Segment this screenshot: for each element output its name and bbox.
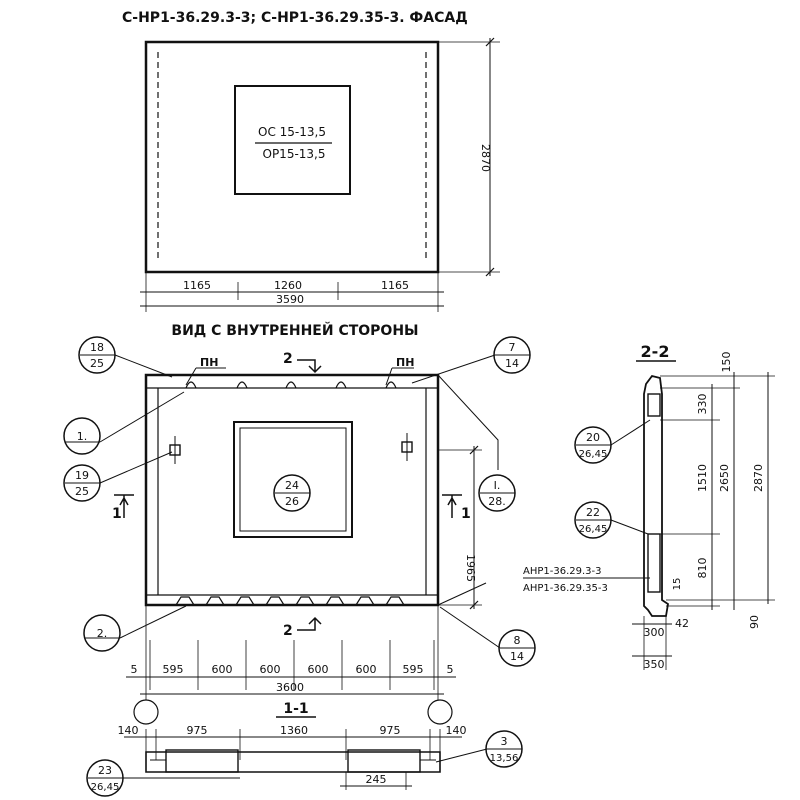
callout-18-25: 18 25 <box>78 336 173 378</box>
bottom-dim-5: 600 <box>356 663 377 676</box>
s22-dim-2870: 2870 <box>752 464 765 492</box>
lifting-loops <box>185 381 397 389</box>
s22-dim-15: 15 <box>672 578 683 591</box>
section-2-2-title: 2-2 <box>641 342 670 361</box>
bottom-dim-3: 600 <box>260 663 281 676</box>
svg-text:8: 8 <box>514 634 521 647</box>
s11-dim-975-left: 975 <box>187 724 208 737</box>
callout-2: 2. <box>83 605 187 652</box>
callout-8-14: 8 14 <box>439 606 536 667</box>
svg-text:1.: 1. <box>77 430 88 443</box>
svg-text:14: 14 <box>505 357 519 370</box>
cut-mark-right: 1 <box>461 506 471 522</box>
callout-22-26-45: 22 26,45 <box>574 501 649 539</box>
facade-total-width: 3590 <box>276 293 304 306</box>
facade-title: С-НР1-36.29.3-3; С-НР1-36.29.35-3. ФАСАД <box>122 10 468 26</box>
bottom-dim-0: 5 <box>131 663 138 676</box>
s11-dim-975-right: 975 <box>380 724 401 737</box>
s11-dim-1360: 1360 <box>280 724 308 737</box>
callout-24-26: 24 26 <box>273 474 311 512</box>
callout-23-26-45: 23 26,45 <box>86 759 240 797</box>
svg-text:22: 22 <box>586 506 600 519</box>
svg-text:25: 25 <box>75 485 89 498</box>
svg-text:2.: 2. <box>97 627 108 640</box>
svg-text:3: 3 <box>501 735 508 748</box>
pn-label-left: ПН <box>200 356 218 369</box>
s22-dim-810: 810 <box>696 558 709 579</box>
svg-text:25: 25 <box>90 357 104 370</box>
cut-mark-top: 2 <box>283 351 293 367</box>
svg-text:26: 26 <box>285 495 299 508</box>
window-mark-top: ОС 15-13,5 <box>258 125 326 139</box>
s22-dim-2650: 2650 <box>718 464 731 492</box>
inner-total-width: 3600 <box>276 681 304 694</box>
inner-window-inner <box>239 427 347 532</box>
bottom-dim-6: 595 <box>403 663 424 676</box>
s22-dim-1510: 1510 <box>696 464 709 492</box>
s22-dim-150: 150 <box>720 352 733 373</box>
svg-text:14: 14 <box>510 650 524 663</box>
svg-text:20: 20 <box>586 431 600 444</box>
s22-dim-300: 300 <box>644 626 665 639</box>
bottom-dim-4: 600 <box>308 663 329 676</box>
facade-window <box>234 85 351 195</box>
panel-section-profile <box>643 374 669 617</box>
window-mark-bottom: ОР15-13,5 <box>263 147 326 161</box>
callout-7-14: 7 14 <box>411 336 531 384</box>
inner-view-title: ВИД С ВНУТРЕННЕЙ СТОРОНЫ <box>171 322 418 339</box>
section-marker-right <box>427 699 453 725</box>
facade-height-dim: 2870 <box>479 144 492 172</box>
bottom-dim-1: 595 <box>163 663 184 676</box>
facade-width-1: 1165 <box>183 279 211 292</box>
facade-width-2: 1260 <box>274 279 302 292</box>
svg-text:13,56: 13,56 <box>490 753 519 764</box>
svg-text:26,45: 26,45 <box>579 524 608 535</box>
s22-dim-330: 330 <box>696 394 709 415</box>
inner-window-outer <box>233 421 353 538</box>
svg-text:19: 19 <box>75 469 89 482</box>
anchor-label-1: АНР1-36.29.3-3 <box>523 566 602 577</box>
svg-text:I.: I. <box>494 479 501 492</box>
callout-detail-I-28: I. 28. <box>478 474 516 512</box>
svg-text:28.: 28. <box>488 495 506 508</box>
bottom-notches <box>175 596 405 606</box>
callout-19-25: 19 25 <box>63 451 173 502</box>
inner-view: ПН ПН 2 2 1 1 1965 <box>112 351 499 700</box>
pn-label-right: ПН <box>396 356 414 369</box>
anchor-label-2: АНР1-36.29.35-3 <box>523 583 608 594</box>
callout-20-26-45: 20 26,45 <box>574 419 651 464</box>
section-1-1: 1-1 140 975 1360 975 140 245 3 13,56 <box>86 699 523 797</box>
svg-text:26,45: 26,45 <box>91 782 120 793</box>
s11-dim-245: 245 <box>366 773 387 786</box>
bottom-dim-2: 600 <box>212 663 233 676</box>
cut-mark-left: 1 <box>112 506 122 522</box>
s11-dim-140-right: 140 <box>446 724 467 737</box>
section-2-2: 2-2 150 330 1510 810 2650 2870 90 15 42 … <box>523 342 775 671</box>
facade-view: ОС 15-13,5 ОР15-13,5 2870 1165 1260 1165… <box>140 37 500 312</box>
s22-dim-90: 90 <box>748 615 761 629</box>
section-1-1-title: 1-1 <box>283 701 308 717</box>
callout-3-13-56: 3 13,56 <box>435 730 523 768</box>
svg-text:26,45: 26,45 <box>579 449 608 460</box>
svg-text:23: 23 <box>98 764 112 777</box>
bottom-dim-7: 5 <box>447 663 454 676</box>
s22-dim-350: 350 <box>644 658 665 671</box>
svg-text:18: 18 <box>90 341 104 354</box>
cut-mark-bottom: 2 <box>283 623 293 639</box>
s22-dim-42: 42 <box>675 617 689 630</box>
facade-width-3: 1165 <box>381 279 409 292</box>
section-marker-left <box>133 699 159 725</box>
height-dim-1965: 1965 <box>464 554 477 582</box>
svg-text:7: 7 <box>509 341 516 354</box>
s11-dim-140-left: 140 <box>118 724 139 737</box>
svg-text:24: 24 <box>285 479 299 492</box>
callout-1: 1. <box>63 391 185 455</box>
